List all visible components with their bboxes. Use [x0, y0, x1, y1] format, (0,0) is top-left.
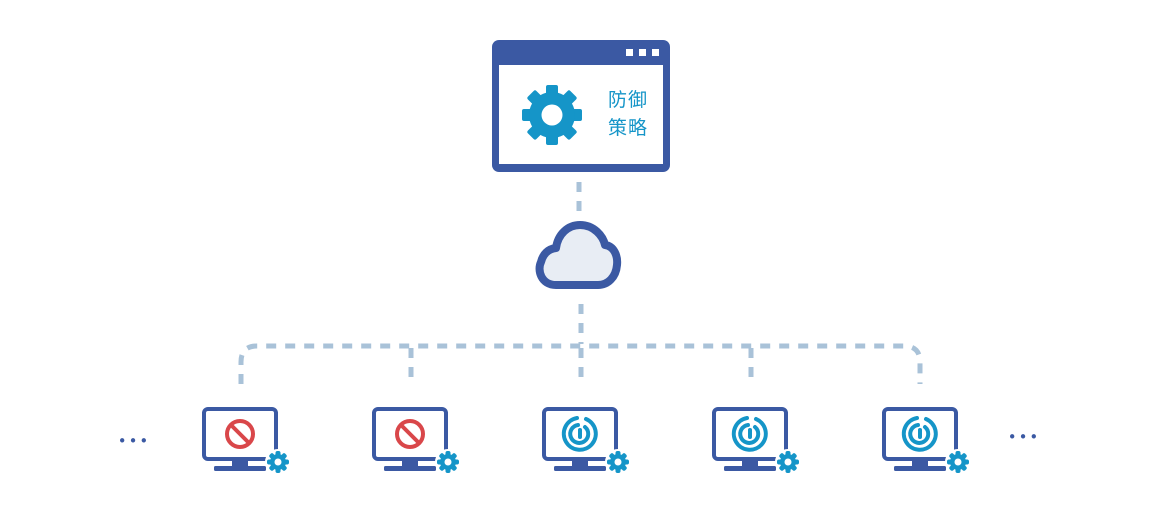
settings-badge-icon — [265, 449, 291, 475]
policy-label-line1: 防御 — [607, 89, 648, 111]
monitor-neck — [572, 459, 588, 466]
shield-radar-icon — [901, 416, 938, 452]
monitor-base — [214, 466, 266, 471]
settings-badge-icon — [605, 449, 631, 475]
cloud-icon — [535, 221, 622, 289]
policy-window — [492, 40, 670, 172]
shield-radar-icon — [561, 416, 598, 452]
settings-badge-icon — [435, 449, 461, 475]
window-dot-1 — [626, 49, 633, 56]
monitor-base — [894, 466, 946, 471]
shield-radar-icon — [731, 416, 768, 452]
gear-icon — [522, 85, 582, 145]
computer-2 — [372, 407, 461, 475]
computer-row — [202, 407, 971, 475]
connectors — [238, 182, 923, 384]
monitor-neck — [742, 459, 758, 466]
policy-label: 防御 策略 — [598, 86, 658, 142]
monitor-base — [384, 466, 436, 471]
monitor-neck — [402, 459, 418, 466]
window-dot-3 — [652, 49, 659, 56]
monitor-neck — [232, 459, 248, 466]
computer-1 — [202, 407, 291, 475]
connector-bus — [238, 343, 923, 384]
policy-label-line2: 策略 — [607, 117, 648, 139]
blocked-icon — [395, 419, 425, 449]
computer-3 — [542, 407, 631, 475]
computer-4 — [712, 407, 801, 475]
computer-5 — [882, 407, 971, 475]
blocked-icon — [225, 419, 255, 449]
window-dot-2 — [639, 49, 646, 56]
monitor-base — [554, 466, 606, 471]
settings-badge-icon — [945, 449, 971, 475]
settings-badge-icon — [775, 449, 801, 475]
monitor-neck — [912, 459, 928, 466]
monitor-base — [724, 466, 776, 471]
cloud-shape — [535, 221, 622, 289]
